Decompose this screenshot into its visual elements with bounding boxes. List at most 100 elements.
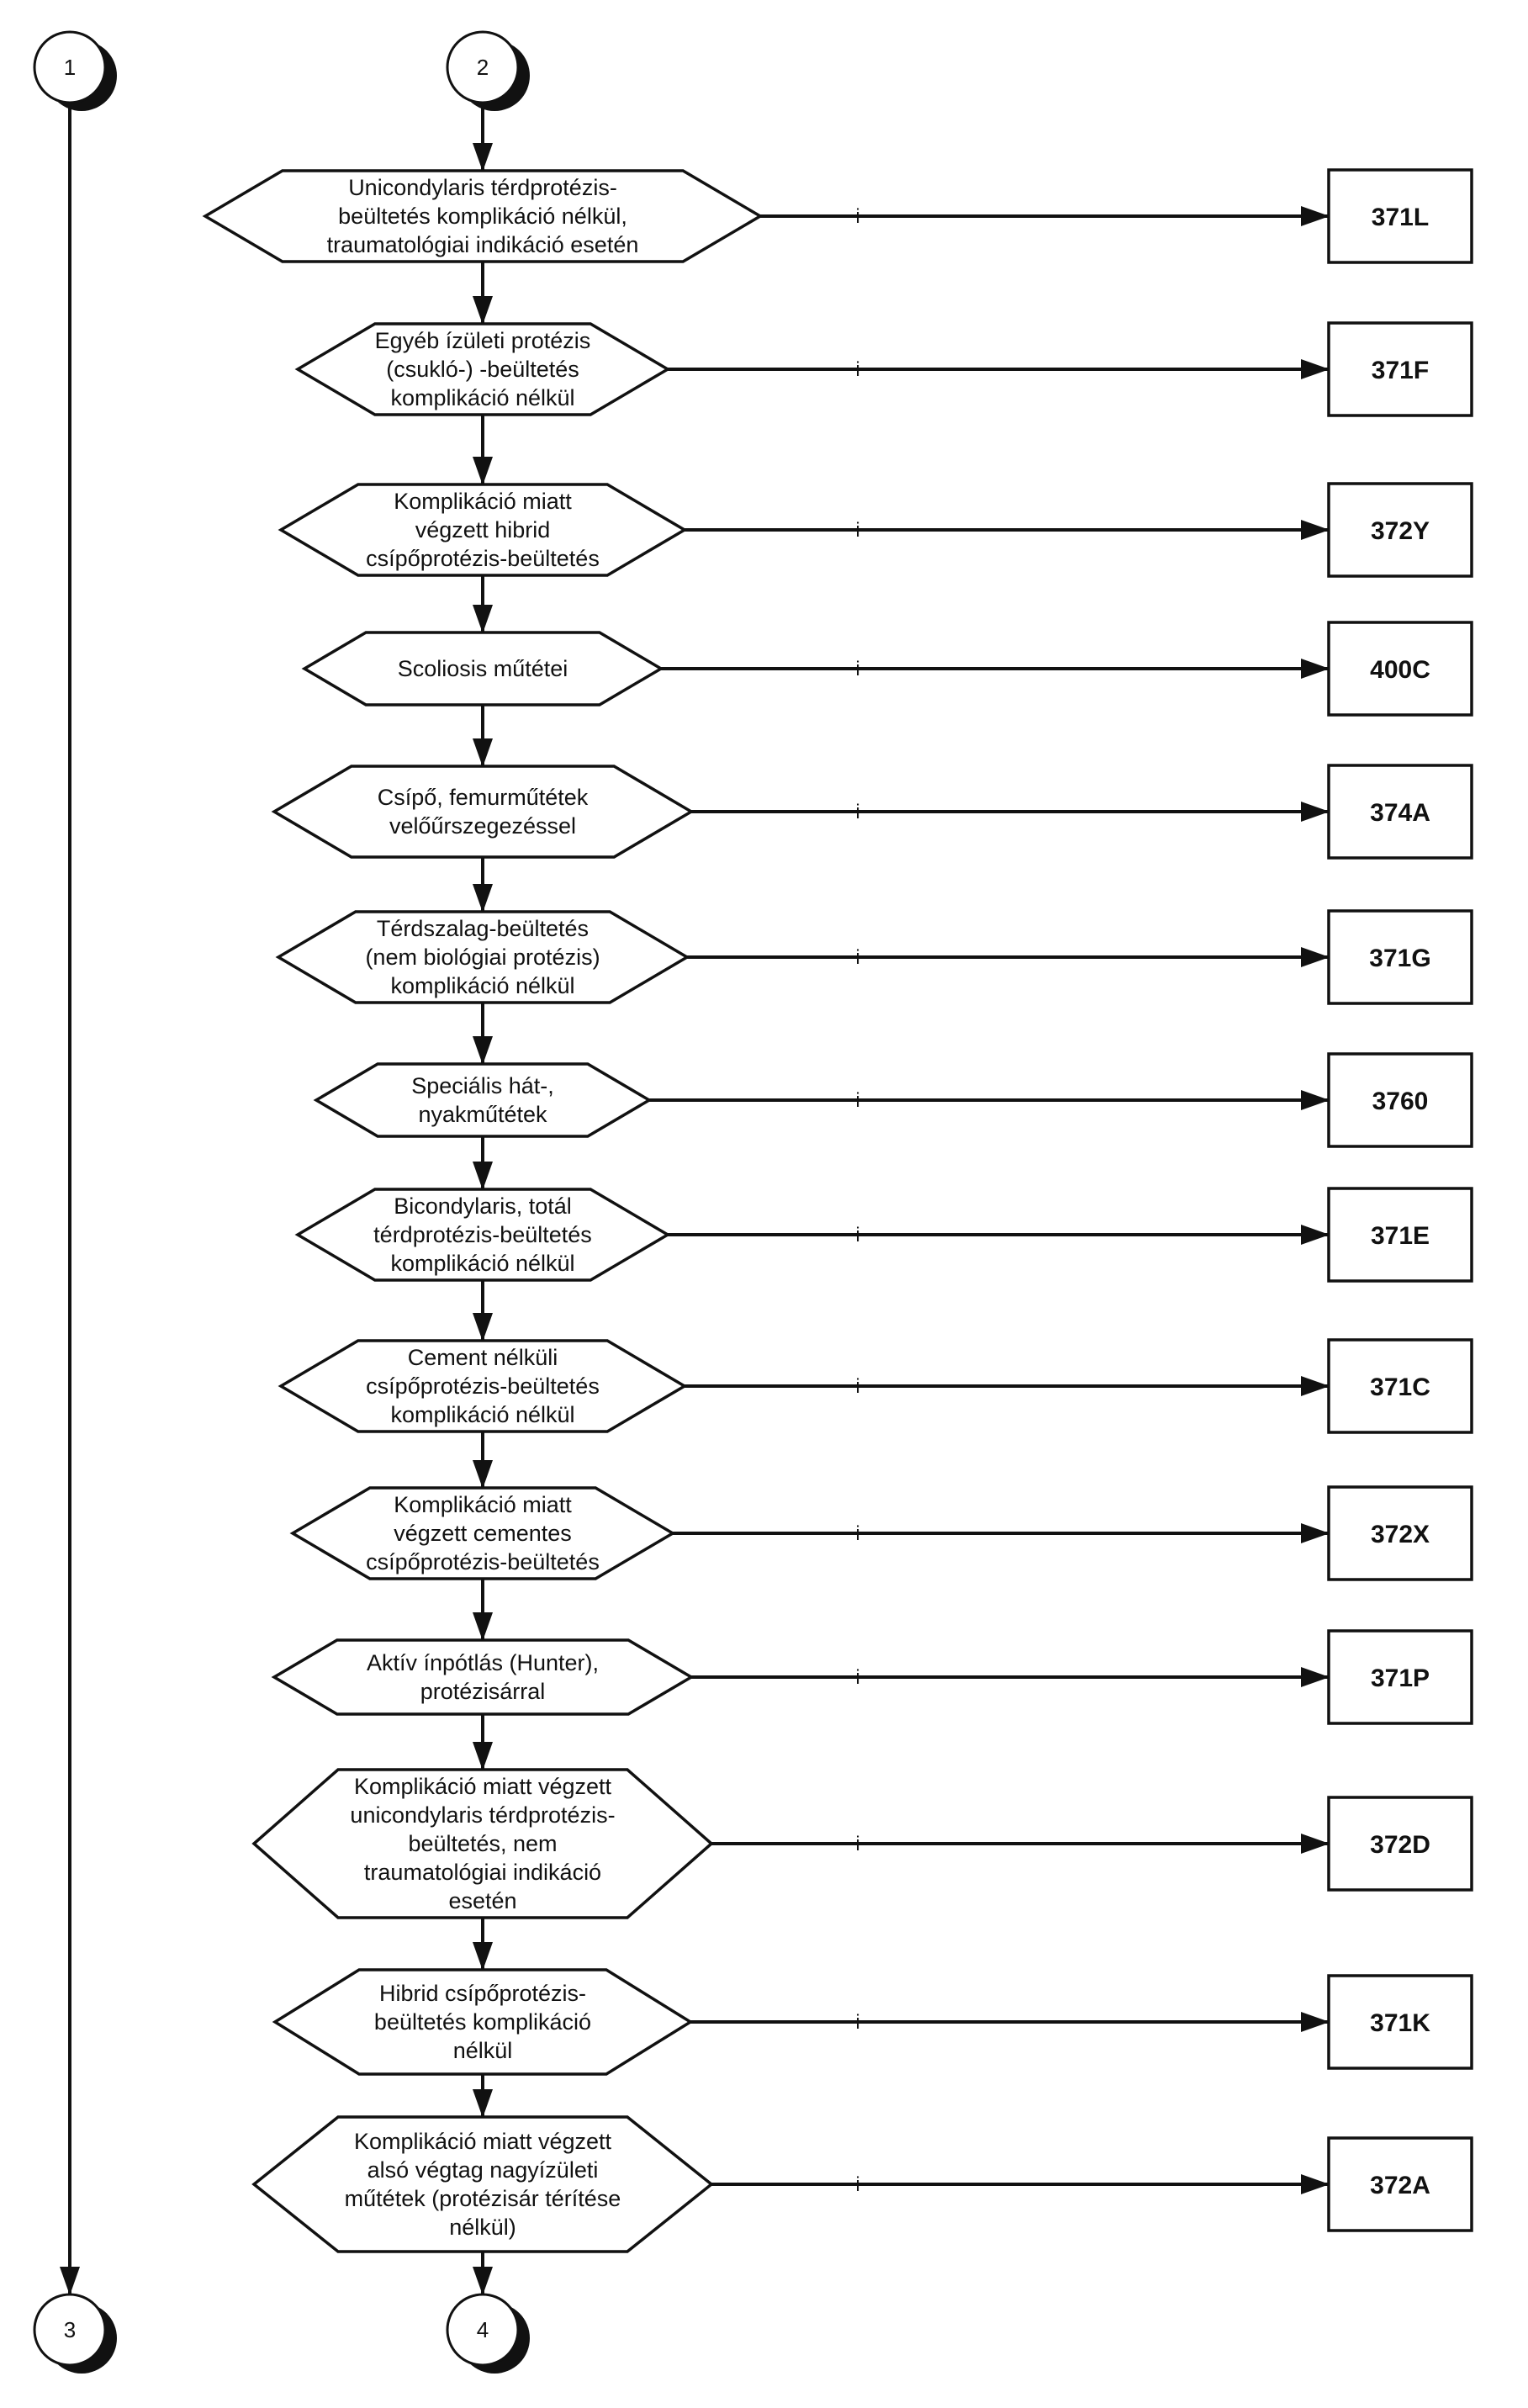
connector-top-right: 2 — [446, 30, 530, 111]
decision-label: Bicondylaris, totál — [394, 1193, 572, 1219]
connector-lines — [60, 103, 493, 2295]
result-box — [1327, 1796, 1473, 1892]
connector-circle — [446, 2293, 520, 2367]
decision-label: (csukló-) -beültetés — [386, 357, 579, 382]
connector-circle — [446, 30, 520, 104]
result-code: 371G — [1369, 945, 1430, 972]
decision-label: komplikáció nélkül — [390, 385, 574, 410]
result-box — [1327, 168, 1473, 264]
decision-label: csípőprotézis-beültetés — [366, 1373, 600, 1399]
decision-step: Térdszalag-beültetés(nem biológiai proté… — [275, 909, 1473, 1005]
connector-circle — [33, 2293, 107, 2367]
decision-label: Unicondylaris térdprotézis- — [348, 175, 617, 200]
yes-label: i — [855, 1666, 859, 1689]
decision-step: Unicondylaris térdprotézis-beültetés kom… — [202, 168, 1473, 264]
result-box — [1327, 1338, 1473, 1434]
yes-label: i — [855, 2011, 859, 2034]
result-box — [1327, 321, 1473, 417]
result-box — [1327, 2136, 1473, 2232]
result-box — [1327, 909, 1473, 1005]
decision-label: beültetés, nem — [408, 1831, 557, 1856]
yes-label: i — [855, 1522, 859, 1545]
decision-label: Komplikáció miatt végzett — [354, 1774, 612, 1799]
connector-bottom-left: 3 — [33, 2293, 117, 2374]
yes-label: i — [855, 1224, 859, 1246]
result-code: 3760 — [1372, 1088, 1429, 1115]
decision-hexagon — [271, 765, 695, 859]
decision-label: csípőprotézis-beültetés — [366, 1549, 600, 1574]
decision-label: végzett hibrid — [415, 517, 551, 542]
yes-label: i — [855, 801, 859, 823]
decision-label: komplikáció nélkül — [390, 1402, 574, 1427]
decision-label: Aktív ínpótlás (Hunter), — [367, 1650, 599, 1675]
result-code: 372A — [1370, 2172, 1430, 2199]
connector-bottom-right: 4 — [446, 2293, 530, 2374]
decision-label: Komplikáció miatt — [394, 1492, 572, 1517]
decision-step: Bicondylaris, totál térdprotézis-beülteté… — [294, 1187, 1473, 1283]
connector-circle — [33, 30, 107, 104]
flowchart-nodes: 1 2 3 4 Unicondylaris térdprotézis-beültetés… — [33, 30, 1473, 2374]
decision-label: Komplikáció miatt végzett — [354, 2129, 612, 2154]
result-code: 400C — [1370, 656, 1430, 684]
result-code: 372X — [1371, 1521, 1430, 1548]
result-code: 372D — [1370, 1831, 1430, 1859]
decision-label: beültetés komplikáció — [374, 2009, 591, 2035]
result-code: 371P — [1371, 1664, 1430, 1692]
result-box — [1327, 482, 1473, 578]
decision-step: Komplikáció miatt végzett alsó végtag nag… — [251, 2115, 1473, 2253]
result-box — [1327, 1485, 1473, 1581]
decision-label: komplikáció nélkül — [390, 1251, 574, 1276]
decision-label: térdprotézis-beültetés — [373, 1222, 592, 1247]
decision-label: esetén — [448, 1888, 516, 1913]
yes-label: i — [855, 205, 859, 228]
decision-label: alsó végtag nagyízületi — [367, 2157, 599, 2183]
connector-label: 1 — [64, 55, 76, 80]
decision-step: Hibrid csípőprotézis-beültetés komplikác… — [272, 1968, 1473, 2076]
decision-label: Speciális hát-, — [411, 1073, 554, 1098]
yes-label: i — [855, 2173, 859, 2196]
result-code: 371E — [1371, 1222, 1430, 1250]
result-code: 371F — [1372, 357, 1429, 384]
decision-label: (nem biológiai protézis) — [365, 945, 600, 970]
decision-label: unicondylaris térdprotézis- — [350, 1802, 615, 1828]
decision-label: velőűrszegezéssel — [389, 813, 576, 839]
decision-step: Komplikáció miatt végzett unicondylaris t… — [251, 1768, 1473, 1919]
decision-step: Csípő, femurműtétek velőűrszegezéssel i 374… — [271, 764, 1473, 860]
decision-label: végzett cementes — [394, 1521, 572, 1546]
result-box — [1327, 1187, 1473, 1283]
decision-label: csípőprotézis-beültetés — [366, 546, 600, 571]
decision-step: Egyéb ízületi protézis (csukló-) -beültet… — [294, 321, 1473, 417]
yes-label: i — [855, 1833, 859, 1855]
yes-label: i — [855, 358, 859, 381]
yes-label: i — [855, 946, 859, 969]
decision-label: nélkül) — [449, 2215, 516, 2240]
yes-label: i — [855, 1089, 859, 1112]
yes-label: i — [855, 1375, 859, 1398]
result-code: 374A — [1370, 799, 1430, 827]
decision-step: Komplikáció miatt végzett cementes csípőpr… — [289, 1485, 1473, 1581]
decision-label: Scoliosis műtétei — [398, 656, 568, 681]
result-box — [1327, 621, 1473, 717]
result-code: 371L — [1372, 204, 1429, 231]
decision-label: traumatológiai indikáció — [364, 1860, 601, 1885]
connector-top-left: 1 — [33, 30, 117, 111]
yes-label: i — [855, 519, 859, 542]
decision-label: traumatológiai indikáció esetén — [327, 232, 639, 257]
decision-label: nélkül — [453, 2038, 513, 2063]
result-code: 372Y — [1371, 517, 1430, 545]
decision-label: Cement nélküli — [408, 1345, 558, 1370]
connector-label: 2 — [477, 55, 489, 80]
decision-label: Csípő, femurműtétek — [378, 785, 589, 810]
decision-label: protézisárral — [420, 1679, 546, 1704]
result-code: 371K — [1370, 2009, 1430, 2037]
decision-step: Aktív ínpótlás (Hunter), protézisárral i 37… — [271, 1629, 1473, 1725]
decision-label: műtétek (protézisár térítése — [345, 2186, 621, 2211]
result-box — [1327, 1629, 1473, 1725]
decision-label: Egyéb ízületi protézis — [375, 328, 591, 353]
result-box — [1327, 764, 1473, 860]
decision-step: Cement nélküli csípőprotézis-beültetés kom… — [278, 1338, 1473, 1434]
decision-label: beültetés komplikáció nélkül, — [338, 204, 627, 229]
